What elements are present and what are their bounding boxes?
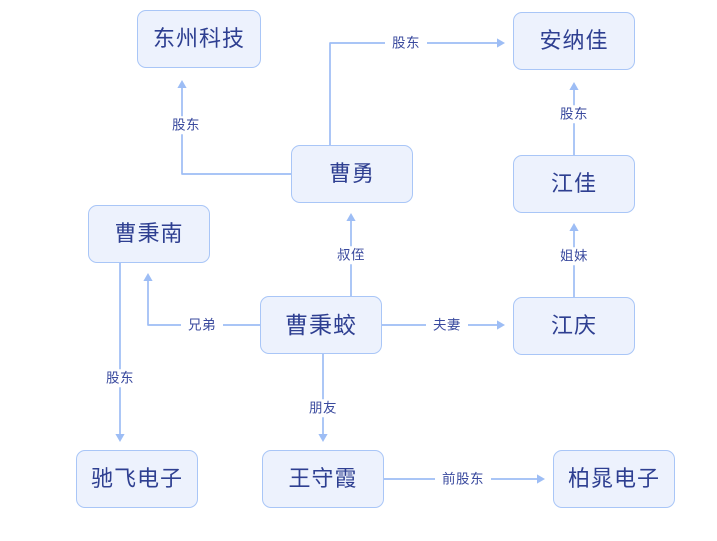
edge-arrowhead (497, 38, 505, 48)
node-annajia[interactable]: 安纳佳 (513, 12, 635, 70)
edge-label-e-jiangjia-annajia: 股东 (553, 105, 595, 123)
node-baichao[interactable]: 柏晁电子 (553, 450, 675, 508)
node-caoyong[interactable]: 曹勇 (291, 145, 413, 203)
edge-arrowhead (497, 320, 505, 330)
node-dongzhou[interactable]: 东州科技 (137, 10, 261, 68)
edge-arrowhead (346, 213, 356, 221)
edge-arrowhead (177, 80, 187, 88)
edge-line (181, 87, 291, 175)
edge-label-e-bingjiao-caoyong: 叔侄 (330, 246, 372, 264)
edge-arrowhead (143, 273, 153, 281)
edge-arrowhead (115, 434, 125, 442)
node-label: 曹秉蛟 (285, 311, 357, 338)
edge-arrowhead (537, 474, 545, 484)
node-label: 江佳 (550, 171, 597, 196)
node-caobingjiao[interactable]: 曹秉蛟 (260, 296, 382, 354)
node-label: 江庆 (550, 313, 597, 338)
edge-arrowhead (569, 82, 579, 90)
node-wangshouxia[interactable]: 王守霞 (262, 450, 384, 508)
node-jiangjia[interactable]: 江佳 (513, 155, 635, 213)
edge-label-e-bingjiao-wangshouxia: 朋友 (302, 399, 344, 417)
node-label: 王守霞 (288, 466, 358, 491)
edge-label-e-bingnan-chifei: 股东 (99, 369, 141, 387)
node-label: 安纳佳 (539, 28, 609, 53)
edge-arrowhead (569, 223, 579, 231)
edge-label-e-bingjiao-jiangqing: 夫妻 (426, 316, 468, 334)
edge-label-e-caoyong-dongzhou: 股东 (165, 116, 207, 134)
node-label: 柏晁电子 (567, 466, 660, 491)
node-jiangqing[interactable]: 江庆 (513, 297, 635, 355)
edge-label-e-jiangqing-jiangjia: 姐妹 (553, 247, 595, 265)
node-caobingnan[interactable]: 曹秉南 (88, 205, 210, 263)
node-label: 东州科技 (152, 26, 245, 51)
node-label: 曹勇 (328, 161, 375, 186)
node-label: 曹秉南 (114, 221, 184, 246)
edge-label-e-caoyong-annajia: 股东 (385, 34, 427, 52)
node-label: 驰飞电子 (90, 466, 183, 491)
edge-label-e-bingjiao-bingnan: 兄弟 (181, 316, 223, 334)
edge-arrowhead (318, 434, 328, 442)
edge-line (329, 42, 498, 145)
edge-label-e-wangshouxia-baichao: 前股东 (435, 470, 491, 488)
node-chifei[interactable]: 驰飞电子 (76, 450, 198, 508)
